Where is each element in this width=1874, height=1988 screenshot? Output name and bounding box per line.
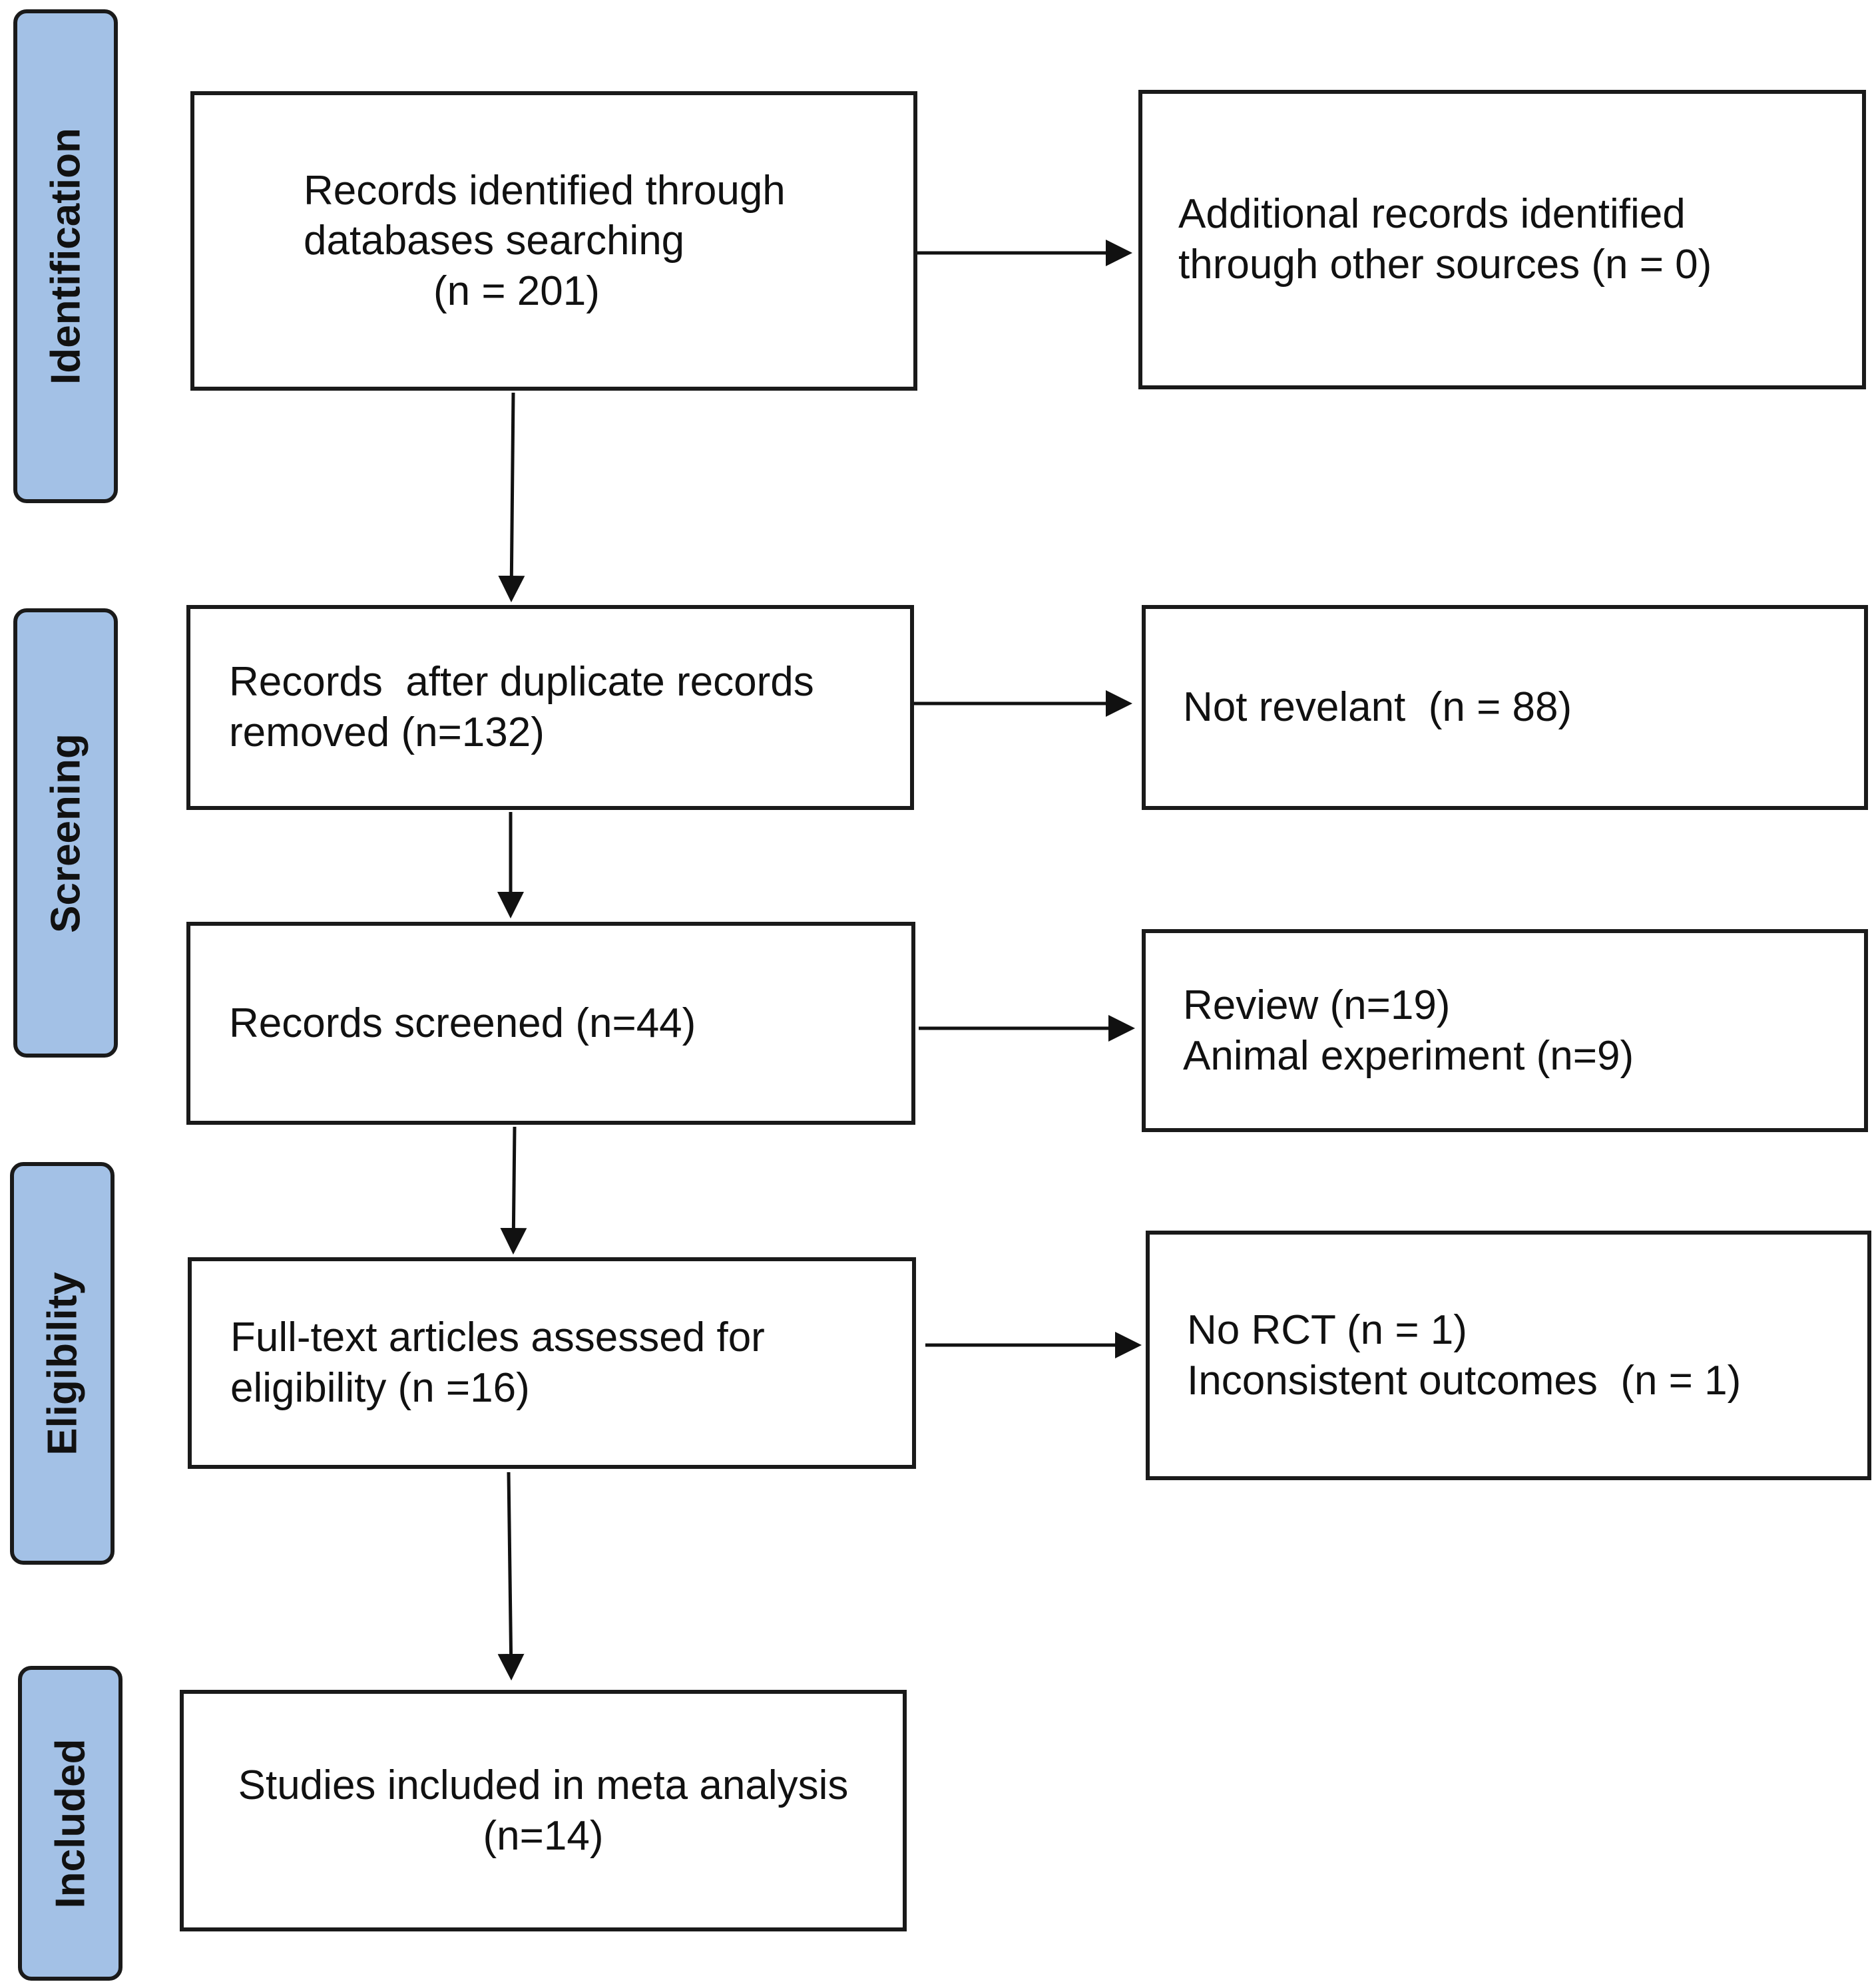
box-not-relevant: Not revelant (n = 88) bbox=[1142, 605, 1868, 810]
box-additional-records-line1: Additional records identified bbox=[1178, 191, 1686, 238]
arrow-identified-to-after-duplicates bbox=[498, 392, 525, 602]
box-records-screened: Records screened (n=44) bbox=[186, 922, 915, 1125]
stage-screening: Screening bbox=[13, 608, 118, 1058]
box-studies-included: Studies included in meta analysis (n=14) bbox=[180, 1690, 907, 1931]
box-excluded-fulltext-line1: No RCT (n = 1) bbox=[1187, 1306, 1467, 1353]
box-excluded-screening-line1: Review (n=19) bbox=[1183, 982, 1451, 1028]
box-after-duplicates-line1: Records after duplicate records bbox=[229, 659, 814, 705]
box-excluded-fulltext-line2: Inconsistent outcomes (n = 1) bbox=[1187, 1357, 1742, 1404]
box-additional-records: Additional records identified through ot… bbox=[1138, 90, 1866, 389]
box-not-relevant-line1: Not revelant (n = 88) bbox=[1183, 684, 1572, 731]
arrow-fulltext-to-included bbox=[497, 1472, 525, 1681]
stage-included: Included bbox=[18, 1666, 122, 1981]
box-excluded-fulltext: No RCT (n = 1) Inconsistent outcomes (n … bbox=[1146, 1231, 1871, 1480]
box-records-screened-line1: Records screened (n=44) bbox=[229, 1000, 696, 1046]
stage-identification: Identification bbox=[13, 9, 118, 503]
stage-screening-label: Screening bbox=[43, 733, 89, 933]
stage-included-label: Included bbox=[47, 1738, 93, 1908]
box-after-duplicates-line2: removed (n=132) bbox=[229, 709, 545, 755]
box-fulltext-assessed-line2: eligibility (n =16) bbox=[230, 1365, 530, 1411]
arrow-screened-to-fulltext bbox=[500, 1126, 527, 1255]
box-records-identified-line2: databases searching bbox=[304, 218, 685, 264]
stage-identification-label: Identification bbox=[43, 128, 89, 385]
box-records-identified: Records identified through databases sea… bbox=[190, 91, 917, 391]
box-additional-records-line2: through other sources (n = 0) bbox=[1178, 242, 1712, 288]
box-excluded-screening: Review (n=19) Animal experiment (n=9) bbox=[1142, 929, 1868, 1132]
box-fulltext-assessed-line1: Full-text articles assessed for bbox=[230, 1314, 765, 1361]
box-records-identified-line3: (n = 201) bbox=[433, 268, 600, 314]
stage-eligibility-label: Eligibility bbox=[39, 1271, 85, 1456]
box-after-duplicates: Records after duplicate records removed … bbox=[186, 605, 914, 810]
stage-eligibility: Eligibility bbox=[10, 1162, 115, 1565]
box-studies-included-line1: Studies included in meta analysis bbox=[238, 1762, 849, 1808]
box-records-identified-line1: Records identified through bbox=[304, 167, 786, 214]
box-studies-included-line2: (n=14) bbox=[483, 1812, 604, 1859]
box-fulltext-assessed: Full-text articles assessed for eligibil… bbox=[188, 1257, 916, 1469]
box-excluded-screening-line2: Animal experiment (n=9) bbox=[1183, 1032, 1634, 1079]
